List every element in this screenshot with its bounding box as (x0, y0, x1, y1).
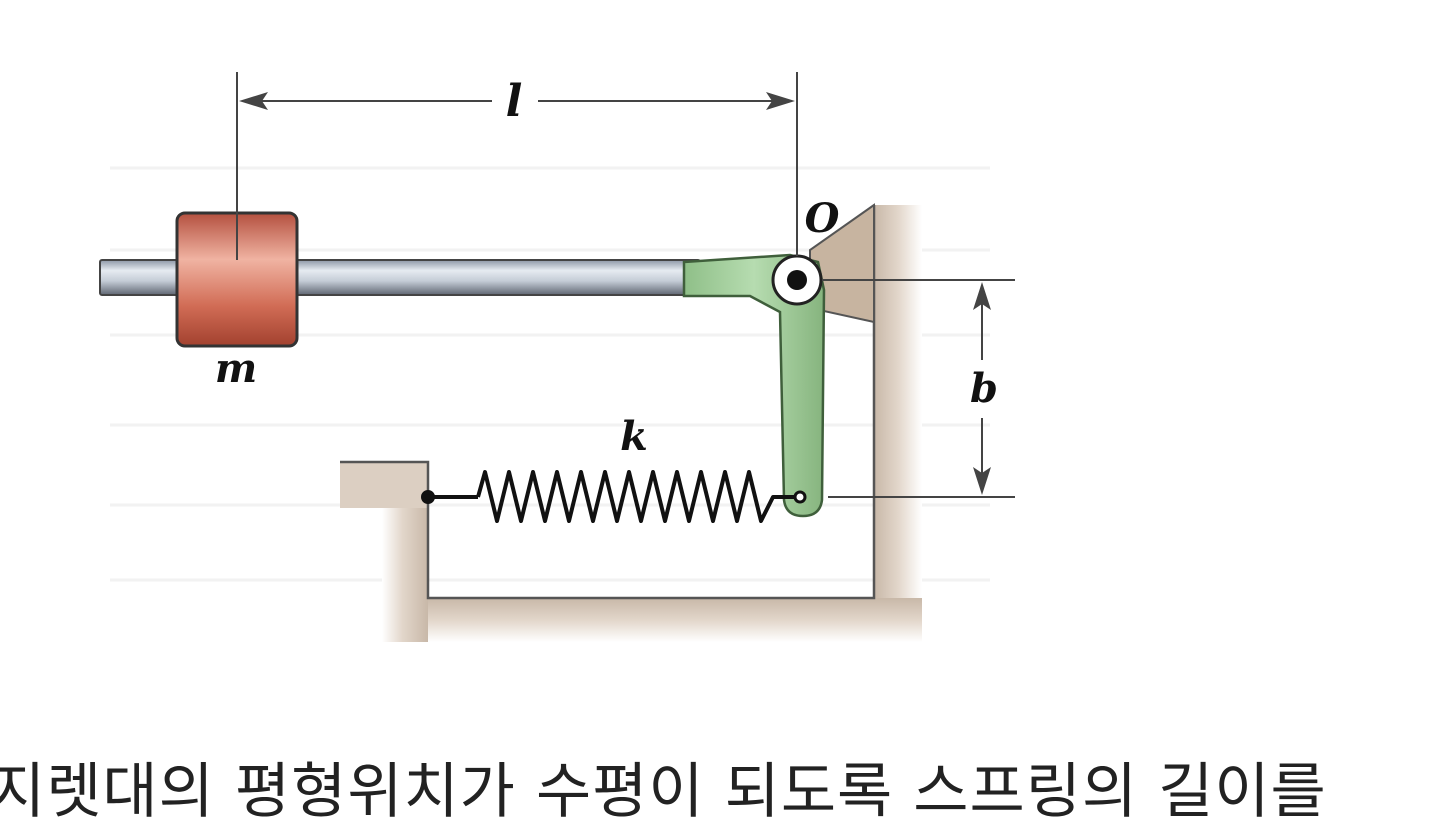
support-housing (340, 203, 922, 642)
pivot-pin (771, 254, 823, 306)
mass-label: m (215, 345, 257, 392)
offset-label: b (970, 365, 998, 412)
spring-label: k (620, 413, 648, 460)
caption-text: 지렛대의 평형위치가 수평이 되도록 스프링의 길이를 (0, 757, 1327, 827)
pivot-label: O (805, 195, 840, 242)
spring (421, 470, 807, 523)
dimension-l (236, 72, 798, 260)
bell-crank-lever (682, 253, 826, 518)
dimension-b (822, 279, 1015, 498)
length-label: l (506, 76, 523, 127)
